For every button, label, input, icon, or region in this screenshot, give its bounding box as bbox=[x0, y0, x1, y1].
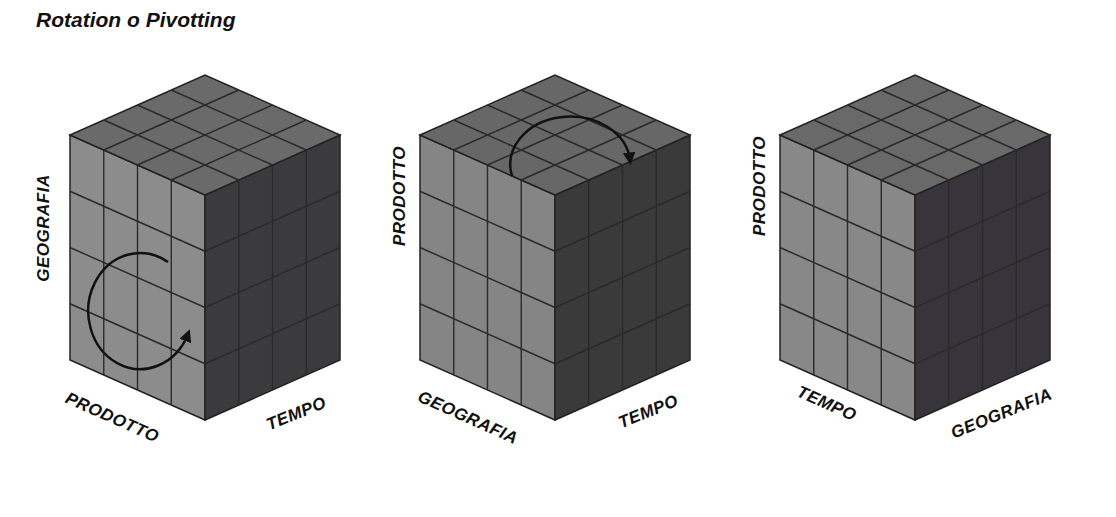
cube-grid-line bbox=[488, 105, 623, 165]
axis-label: PRODOTTO bbox=[390, 146, 410, 246]
cube-grid-line bbox=[488, 105, 623, 165]
axis-label: PRODOTTO bbox=[62, 389, 162, 448]
rotation-arrow bbox=[88, 253, 188, 369]
cube-grid-line bbox=[848, 105, 983, 165]
cube-grid-line bbox=[420, 248, 555, 308]
cube-grid-line bbox=[1016, 150, 1017, 375]
cube-grid-line bbox=[306, 150, 307, 375]
cube-face bbox=[780, 75, 1050, 195]
diagram-title: Rotation o Pivotting bbox=[36, 8, 235, 32]
cube-grid-line bbox=[881, 180, 882, 405]
cube-grid-line bbox=[171, 180, 172, 405]
cube-grid-line bbox=[881, 90, 1016, 150]
cube-grid-line bbox=[881, 120, 1016, 180]
cube-grid-line bbox=[205, 304, 340, 364]
cube-grid-line bbox=[205, 248, 340, 308]
cube-grid-line bbox=[171, 120, 306, 180]
axis-label: TEMPO bbox=[263, 393, 329, 435]
cube-face bbox=[70, 75, 340, 195]
cube-grid-line bbox=[848, 105, 983, 165]
rotation-arrow bbox=[510, 117, 630, 176]
cube-grid-line bbox=[138, 105, 273, 165]
cube-grid-line bbox=[915, 304, 1050, 364]
cube-grid-line bbox=[555, 248, 690, 308]
cube-grid-line bbox=[780, 304, 915, 364]
cube-group bbox=[70, 75, 1050, 420]
axis-label: PRODOTTO bbox=[750, 136, 770, 236]
cube-grid-line bbox=[780, 248, 915, 308]
axis-label: TEMPO bbox=[615, 391, 681, 433]
cube-grid-line bbox=[138, 105, 273, 165]
cube-grid-line bbox=[656, 150, 657, 375]
cube-grid-line bbox=[521, 180, 522, 405]
axis-label: GEOGRAFIA bbox=[34, 174, 54, 281]
cube-grid-line bbox=[420, 304, 555, 364]
cube-grid-line bbox=[521, 120, 656, 180]
cube-grid-line bbox=[171, 90, 306, 150]
cube-grid-line bbox=[915, 248, 1050, 308]
cube-grid-line bbox=[555, 304, 690, 364]
cube-grid-line bbox=[70, 304, 205, 364]
cube-face bbox=[420, 75, 690, 195]
